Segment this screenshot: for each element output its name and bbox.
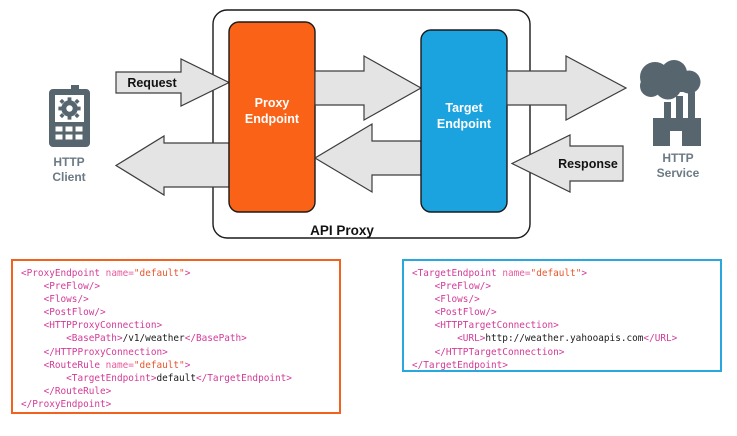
code-line: </ProxyEndpoint> [21, 398, 112, 410]
proxy-endpoint-label-line1: Proxy [255, 96, 290, 110]
code-line: </HTTPTargetConnection> [412, 346, 565, 358]
proxy-endpoint-code-block: <ProxyEndpoint name="default"> <PreFlow/… [11, 259, 341, 414]
arrow-client-return [114, 134, 230, 197]
arrow-response-label: Response [558, 157, 618, 171]
code-line: <RouteRule name="default"> [21, 359, 191, 371]
target-endpoint-label-line1: Target [445, 101, 483, 115]
code-line: <URL>http://weather.yahooapis.com</URL> [412, 333, 678, 345]
target-endpoint-box[interactable] [420, 29, 508, 213]
http-client-label-line1: HTTP [53, 155, 84, 169]
code-line: <HTTPTargetConnection> [412, 320, 559, 332]
code-line: <Flows/> [21, 294, 89, 306]
code-line: <ProxyEndpoint name="default"> [21, 268, 191, 279]
proxy-endpoint-node[interactable]: Proxy Endpoint [228, 21, 316, 213]
code-line: <PreFlow/> [21, 281, 101, 293]
code-line: <Flows/> [412, 294, 480, 306]
code-line: <PostFlow/> [412, 307, 497, 319]
api-proxy-container-label: API Proxy [310, 223, 374, 238]
code-line: <TargetEndpoint>default</TargetEndpoint> [21, 372, 292, 384]
target-endpoint-code-block: <TargetEndpoint name="default"> <PreFlow… [402, 259, 722, 372]
api-proxy-diagram: Request Proxy Endpoint Target Endpoint [49, 9, 701, 239]
code-line: <PostFlow/> [21, 307, 106, 319]
code-line: </HTTPProxyConnection> [21, 346, 168, 358]
arrow-proxy-to-target [314, 54, 423, 122]
arrow-request-label: Request [127, 76, 177, 90]
code-line: </RouteRule> [21, 385, 112, 397]
proxy-endpoint-label-line2: Endpoint [245, 112, 300, 126]
http-service-label-line2: Service [657, 166, 700, 180]
code-line: <TargetEndpoint name="default"> [412, 268, 588, 279]
arrow-request: Request [115, 58, 231, 107]
code-line: <BasePath>/v1/weather</BasePath> [21, 333, 247, 345]
arrow-service-outbound [506, 55, 628, 121]
code-line: <HTTPProxyConnection> [21, 320, 163, 332]
arrow-response: Response [510, 134, 624, 193]
target-endpoint-node[interactable]: Target Endpoint [420, 29, 508, 213]
code-line: </TargetEndpoint> [412, 359, 508, 371]
http-client-label-line2: Client [52, 170, 85, 184]
arrow-target-to-proxy [313, 122, 422, 194]
cloud-factory-icon [640, 60, 701, 146]
http-service-label-line1: HTTP [662, 151, 693, 165]
proxy-endpoint-box[interactable] [228, 21, 316, 213]
code-line: <PreFlow/> [412, 281, 492, 293]
mobile-phone-gear-icon [49, 85, 90, 147]
target-endpoint-label-line2: Endpoint [437, 117, 492, 131]
